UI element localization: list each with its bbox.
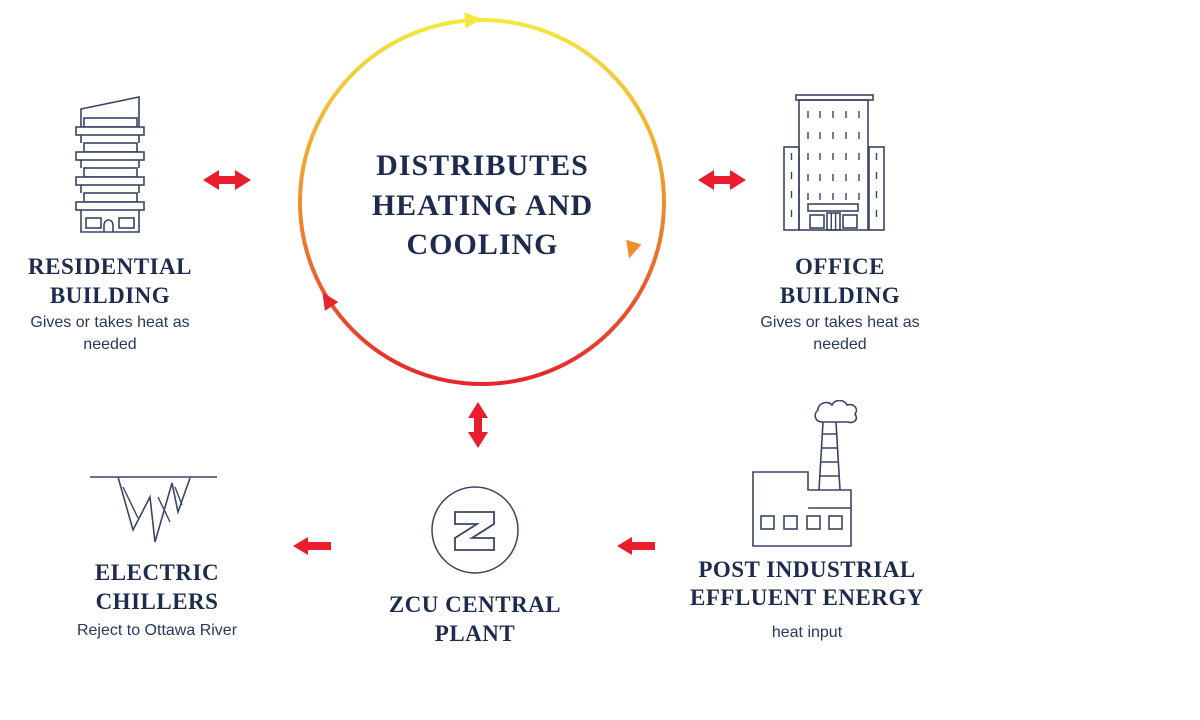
center-title: DISTRIBUTES HEATING AND COOLING <box>371 149 594 262</box>
arrow-left-icon <box>293 537 331 555</box>
chillers-title: ELECTRIC CHILLERS <box>94 560 220 615</box>
heating-cooling-loop-icon <box>298 12 666 386</box>
loop-arrowhead-right-icon <box>626 239 642 259</box>
residential-building-icon <box>75 96 145 233</box>
factory-icon <box>752 400 858 547</box>
office-building-icon <box>783 94 885 231</box>
loop-arrowhead-top-icon <box>464 12 482 29</box>
residential-title: RESIDENTIAL BUILDING <box>28 254 192 309</box>
industrial-title: POST INDUSTRIAL EFFLUENT ENERGY <box>690 557 924 611</box>
chillers-subtitle: Reject to Ottawa River <box>76 622 238 639</box>
office-title: OFFICE BUILDING <box>779 254 901 309</box>
double-arrow-horizontal-icon <box>698 170 746 190</box>
residential-subtitle: Gives or takes heat as needed <box>30 314 190 353</box>
industrial-subtitle: heat input <box>771 624 843 641</box>
arrow-left-icon <box>617 537 655 555</box>
zcu-logo-icon <box>431 486 519 574</box>
plant-title: ZCU CENTRAL PLANT <box>388 592 562 647</box>
double-arrow-vertical-icon <box>468 402 488 448</box>
electric-chillers-icicles-icon <box>90 476 217 543</box>
loop-arrowhead-bottom-icon <box>322 292 339 311</box>
double-arrow-horizontal-icon <box>203 170 251 190</box>
office-subtitle: Gives or takes heat as needed <box>760 314 920 353</box>
